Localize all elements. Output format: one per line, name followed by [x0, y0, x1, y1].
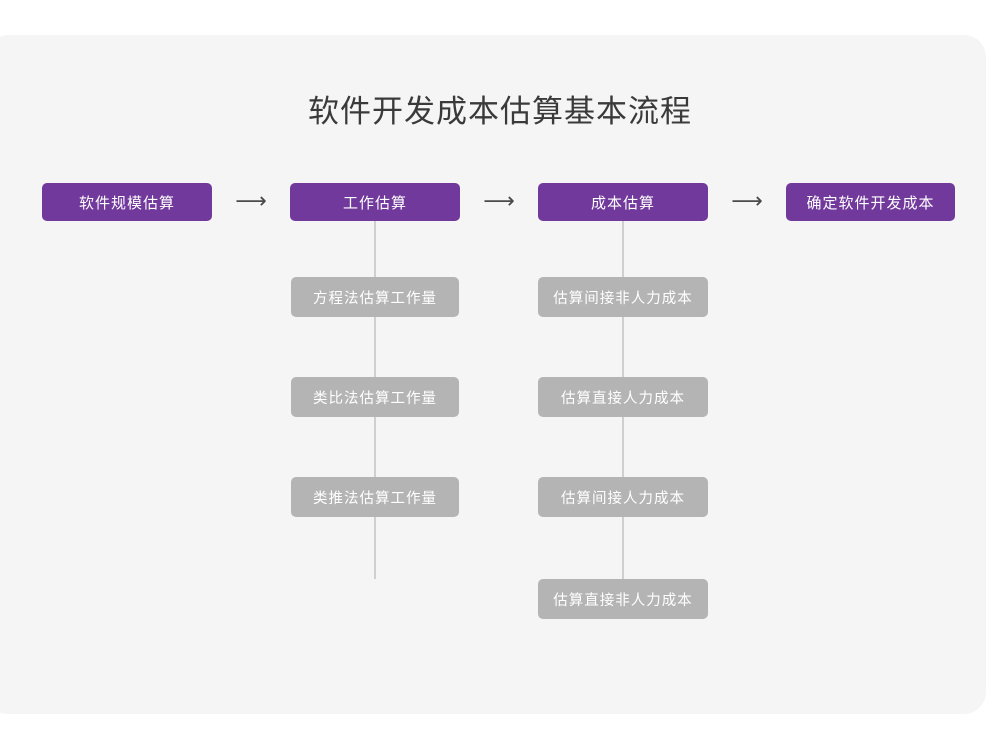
node-indirect-nonlabor-cost[interactable]: 估算间接非人力成本: [538, 277, 708, 317]
page-title: 软件开发成本估算基本流程: [308, 94, 692, 130]
node-inference-method-effort[interactable]: 类推法估算工作量: [291, 477, 459, 517]
node-direct-nonlabor-cost[interactable]: 估算直接非人力成本: [538, 579, 708, 619]
node-cost-estimation[interactable]: 成本估算: [538, 183, 708, 221]
node-software-scale-estimation[interactable]: 软件规模估算: [42, 183, 212, 221]
arrow-icon-3: ⟶: [731, 189, 763, 214]
node-direct-labor-cost[interactable]: 估算直接人力成本: [538, 377, 708, 417]
card-background: [0, 35, 986, 714]
node-analogy-method-effort[interactable]: 类比法估算工作量: [291, 377, 459, 417]
node-effort-estimation[interactable]: 工作估算: [290, 183, 460, 221]
arrow-icon-1: ⟶: [235, 189, 267, 214]
arrow-icon-2: ⟶: [483, 189, 515, 214]
node-equation-method-effort[interactable]: 方程法估算工作量: [291, 277, 459, 317]
node-indirect-labor-cost[interactable]: 估算间接人力成本: [538, 477, 708, 517]
node-determine-development-cost[interactable]: 确定软件开发成本: [786, 183, 955, 221]
